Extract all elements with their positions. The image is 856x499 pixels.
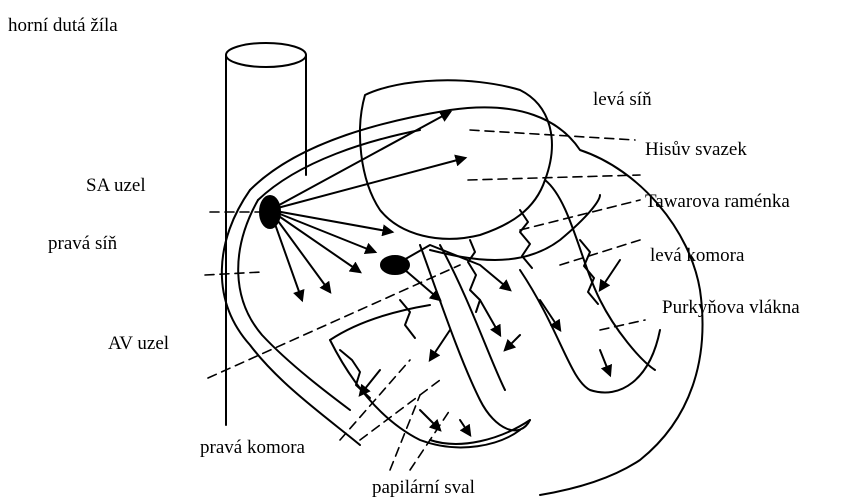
label-right-atrium: pravá síň [48,234,117,253]
label-left-atrium: levá síň [593,90,652,109]
label-left-ventricle: levá komora [650,246,744,265]
label-right-ventricle: pravá komora [200,438,305,457]
label-av-node: AV uzel [108,334,169,353]
label-papillary-muscle: papilární sval [372,478,475,497]
vena-cava [226,43,306,425]
label-superior-vena-cava: horní dutá žíla [8,16,118,35]
conduction-arrows [270,112,620,435]
label-sa-node: SA uzel [86,176,146,195]
label-purkinje-fibers: Purkyňova vlákna [662,298,800,317]
heart-outline [222,80,703,495]
leader-lines [205,130,645,470]
label-bundle-of-his: Hisův svazek [645,140,747,159]
label-tawara-branches: Tawarova raménka [645,192,790,211]
